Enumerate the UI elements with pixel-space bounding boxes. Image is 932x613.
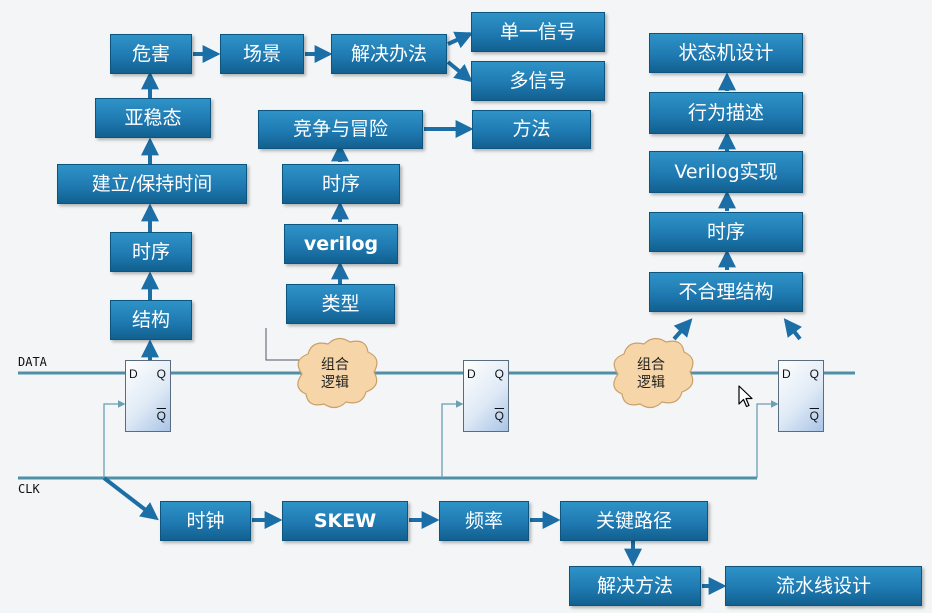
solution-box: 解决办法 [331, 34, 447, 74]
solution-method-box: 解决方法 [569, 566, 701, 606]
skew-box: SKEW [282, 501, 408, 541]
clock-feeders [103, 400, 779, 478]
ff-qn-pin: Q [156, 409, 166, 423]
ff-d-pin: D [467, 367, 476, 381]
arrows [102, 31, 802, 595]
hazard-box: 危害 [110, 34, 192, 74]
ff-q-pin: Q [156, 367, 166, 381]
flip-flop-3: D Q Q [778, 360, 824, 432]
critical-path-box: 关键路径 [560, 501, 708, 541]
setup-hold-time-box: 建立/保持时间 [57, 164, 247, 204]
frequency-box: 频率 [439, 501, 529, 541]
verilog-impl-box: Verilog实现 [649, 151, 803, 193]
clk-signal-label: CLK [18, 482, 40, 496]
race-hazard-box: 竞争与冒险 [258, 110, 423, 149]
ff-d-pin: D [782, 367, 791, 381]
multi-signal-box: 多信号 [471, 61, 605, 101]
cloud-label-1: 组合 逻辑 [321, 357, 349, 391]
method-box: 方法 [472, 110, 591, 149]
combinational-logic-cloud-2 [613, 337, 694, 409]
scenario-box: 场景 [220, 34, 304, 74]
ff-qn-pin: Q [809, 409, 819, 423]
ff-q-pin: Q [494, 367, 504, 381]
structure-box: 结构 [110, 300, 192, 340]
timing-box: 时序 [110, 232, 192, 272]
timing-box-right: 时序 [649, 212, 803, 252]
mouse-cursor-icon [738, 385, 753, 408]
flip-flop-2: D Q Q [463, 360, 509, 432]
verilog-box: verilog [284, 224, 398, 264]
improper-structure-box: 不合理结构 [649, 272, 803, 312]
data-signal-label: DATA [18, 355, 47, 369]
combinational-logic-cloud-1 [297, 337, 378, 409]
timing-box-middle: 时序 [282, 164, 400, 204]
ff-d-pin: D [129, 367, 138, 381]
clock-box: 时钟 [160, 501, 251, 541]
type-box: 类型 [286, 284, 395, 324]
metastability-box: 亚稳态 [95, 98, 211, 138]
cloud-label-2: 组合 逻辑 [637, 357, 665, 391]
behavior-box: 行为描述 [649, 92, 803, 134]
fsm-design-box: 状态机设计 [649, 33, 803, 73]
pipeline-design-box: 流水线设计 [725, 566, 922, 606]
flip-flop-1: D Q Q [125, 360, 171, 432]
ff-qn-pin: Q [494, 409, 504, 423]
cloud-connector [265, 328, 302, 361]
ff-q-pin: Q [809, 367, 819, 381]
single-signal-box: 单一信号 [471, 12, 605, 52]
